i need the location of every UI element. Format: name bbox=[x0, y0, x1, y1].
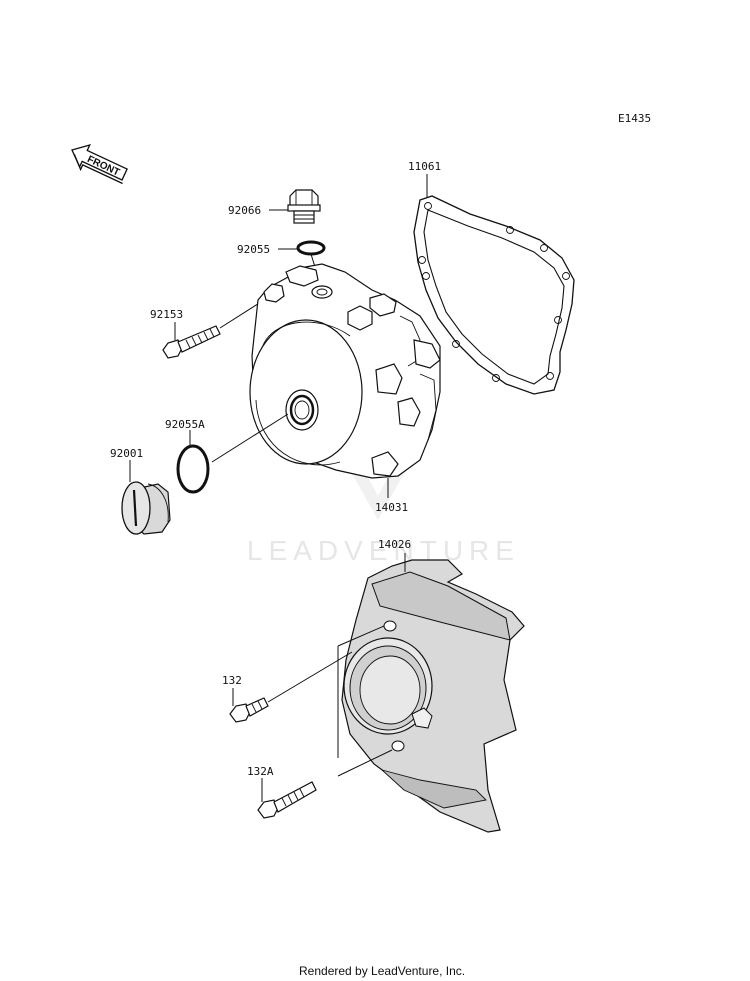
label-92055: 92055 bbox=[237, 243, 270, 256]
label-92001: 92001 bbox=[110, 447, 143, 460]
bolt-132 bbox=[229, 697, 269, 723]
bolt-132a bbox=[257, 781, 317, 819]
cover-14026 bbox=[341, 559, 525, 833]
o-ring-92055a bbox=[176, 444, 210, 494]
bolt-92153 bbox=[162, 325, 221, 359]
cap-92001 bbox=[121, 481, 171, 535]
washer-92055 bbox=[296, 240, 326, 256]
label-14026: 14026 bbox=[378, 538, 411, 551]
diagram-code: E1435 bbox=[618, 112, 651, 125]
front-arrow-icon: FRONT bbox=[71, 144, 128, 185]
label-132a: 132A bbox=[247, 765, 274, 778]
footer-credit: Rendered by LeadVenture, Inc. bbox=[299, 964, 465, 978]
label-92066: 92066 bbox=[228, 204, 261, 217]
label-11061: 11061 bbox=[408, 160, 441, 173]
label-92153: 92153 bbox=[150, 308, 183, 321]
label-14031: 14031 bbox=[375, 501, 408, 514]
watermark: LEADVENTURE bbox=[247, 535, 520, 566]
label-132: 132 bbox=[222, 674, 242, 687]
gasket-11061 bbox=[413, 195, 575, 395]
watermark-logo bbox=[350, 470, 406, 520]
bolt-92066 bbox=[287, 189, 321, 224]
label-92055a: 92055A bbox=[165, 418, 205, 431]
cover-14031 bbox=[249, 263, 441, 479]
